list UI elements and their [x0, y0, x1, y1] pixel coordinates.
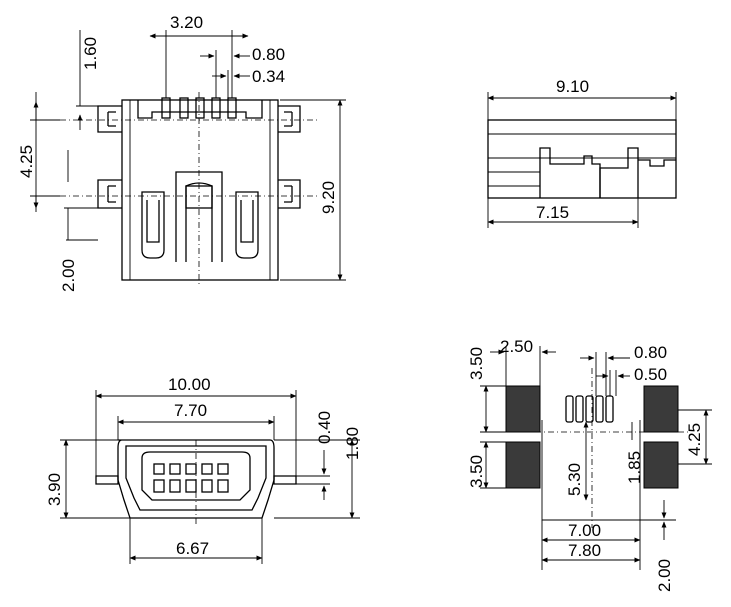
top-dim-tab-spacing: 4.25 [17, 145, 36, 178]
footprint-pad-top-left [505, 385, 541, 433]
top-dim-pin-span: 3.20 [170, 13, 203, 32]
top-dim-body-length: 9.20 [319, 181, 338, 214]
fp-dim-outer-span: 7.80 [568, 541, 601, 560]
front-view-contacts [153, 463, 229, 493]
footprint-signal-pads [565, 395, 614, 423]
front-view: 10.00 7.70 6.67 3.90 0.40 1.80 [45, 375, 362, 564]
top-view: 3.20 0.80 0.34 1.60 4.25 2.00 9.20 [17, 13, 346, 292]
top-view-tabs [97, 105, 301, 209]
fp-dim-edge-offset: 2.00 [655, 559, 674, 592]
fp-dim-pad-width: 2.50 [500, 337, 533, 356]
footprint-pad-bottom-left [505, 441, 541, 489]
footprint-pad-bottom-right [643, 441, 679, 489]
side-dim-body-length: 7.15 [536, 203, 569, 222]
footprint: 3.50 2.50 3.50 0.80 0.50 4.25 5.30 1. [467, 337, 712, 592]
top-view-pins [161, 97, 237, 119]
side-view: 9.10 7.15 [487, 77, 677, 228]
front-dim-opening-width: 6.67 [176, 539, 209, 558]
side-dim-overall-length: 9.10 [556, 77, 589, 96]
top-dim-tab-height: 1.60 [81, 37, 100, 70]
fp-dim-inner-span: 7.00 [568, 521, 601, 540]
fp-dim-pad-pitch: 4.25 [685, 423, 704, 456]
front-dim-lead-thickness: 0.40 [315, 411, 334, 444]
fp-dim-pad-height-bottom: 3.50 [467, 455, 486, 488]
top-dim-tab-offset: 2.00 [59, 259, 78, 292]
front-dim-body-width: 7.70 [174, 401, 207, 420]
front-dim-height: 3.90 [45, 473, 64, 506]
front-dim-overall-width: 10.00 [168, 375, 211, 394]
top-view-body [121, 99, 279, 281]
top-dim-pin-width: 0.34 [252, 67, 285, 86]
fp-dim-pin-offset: 1.85 [625, 451, 644, 484]
side-view-body [487, 119, 677, 199]
top-dim-pin-pitch: 0.80 [252, 45, 285, 64]
front-dim-lead-height: 1.80 [343, 427, 362, 460]
fp-dim-pin-pitch: 0.80 [634, 343, 667, 362]
fp-dim-pin-pad-width: 0.50 [634, 365, 667, 384]
fp-dim-pad-center: 5.30 [565, 463, 584, 496]
fp-dim-pad-height-top: 3.50 [467, 347, 486, 380]
footprint-pad-top-right [643, 385, 679, 433]
